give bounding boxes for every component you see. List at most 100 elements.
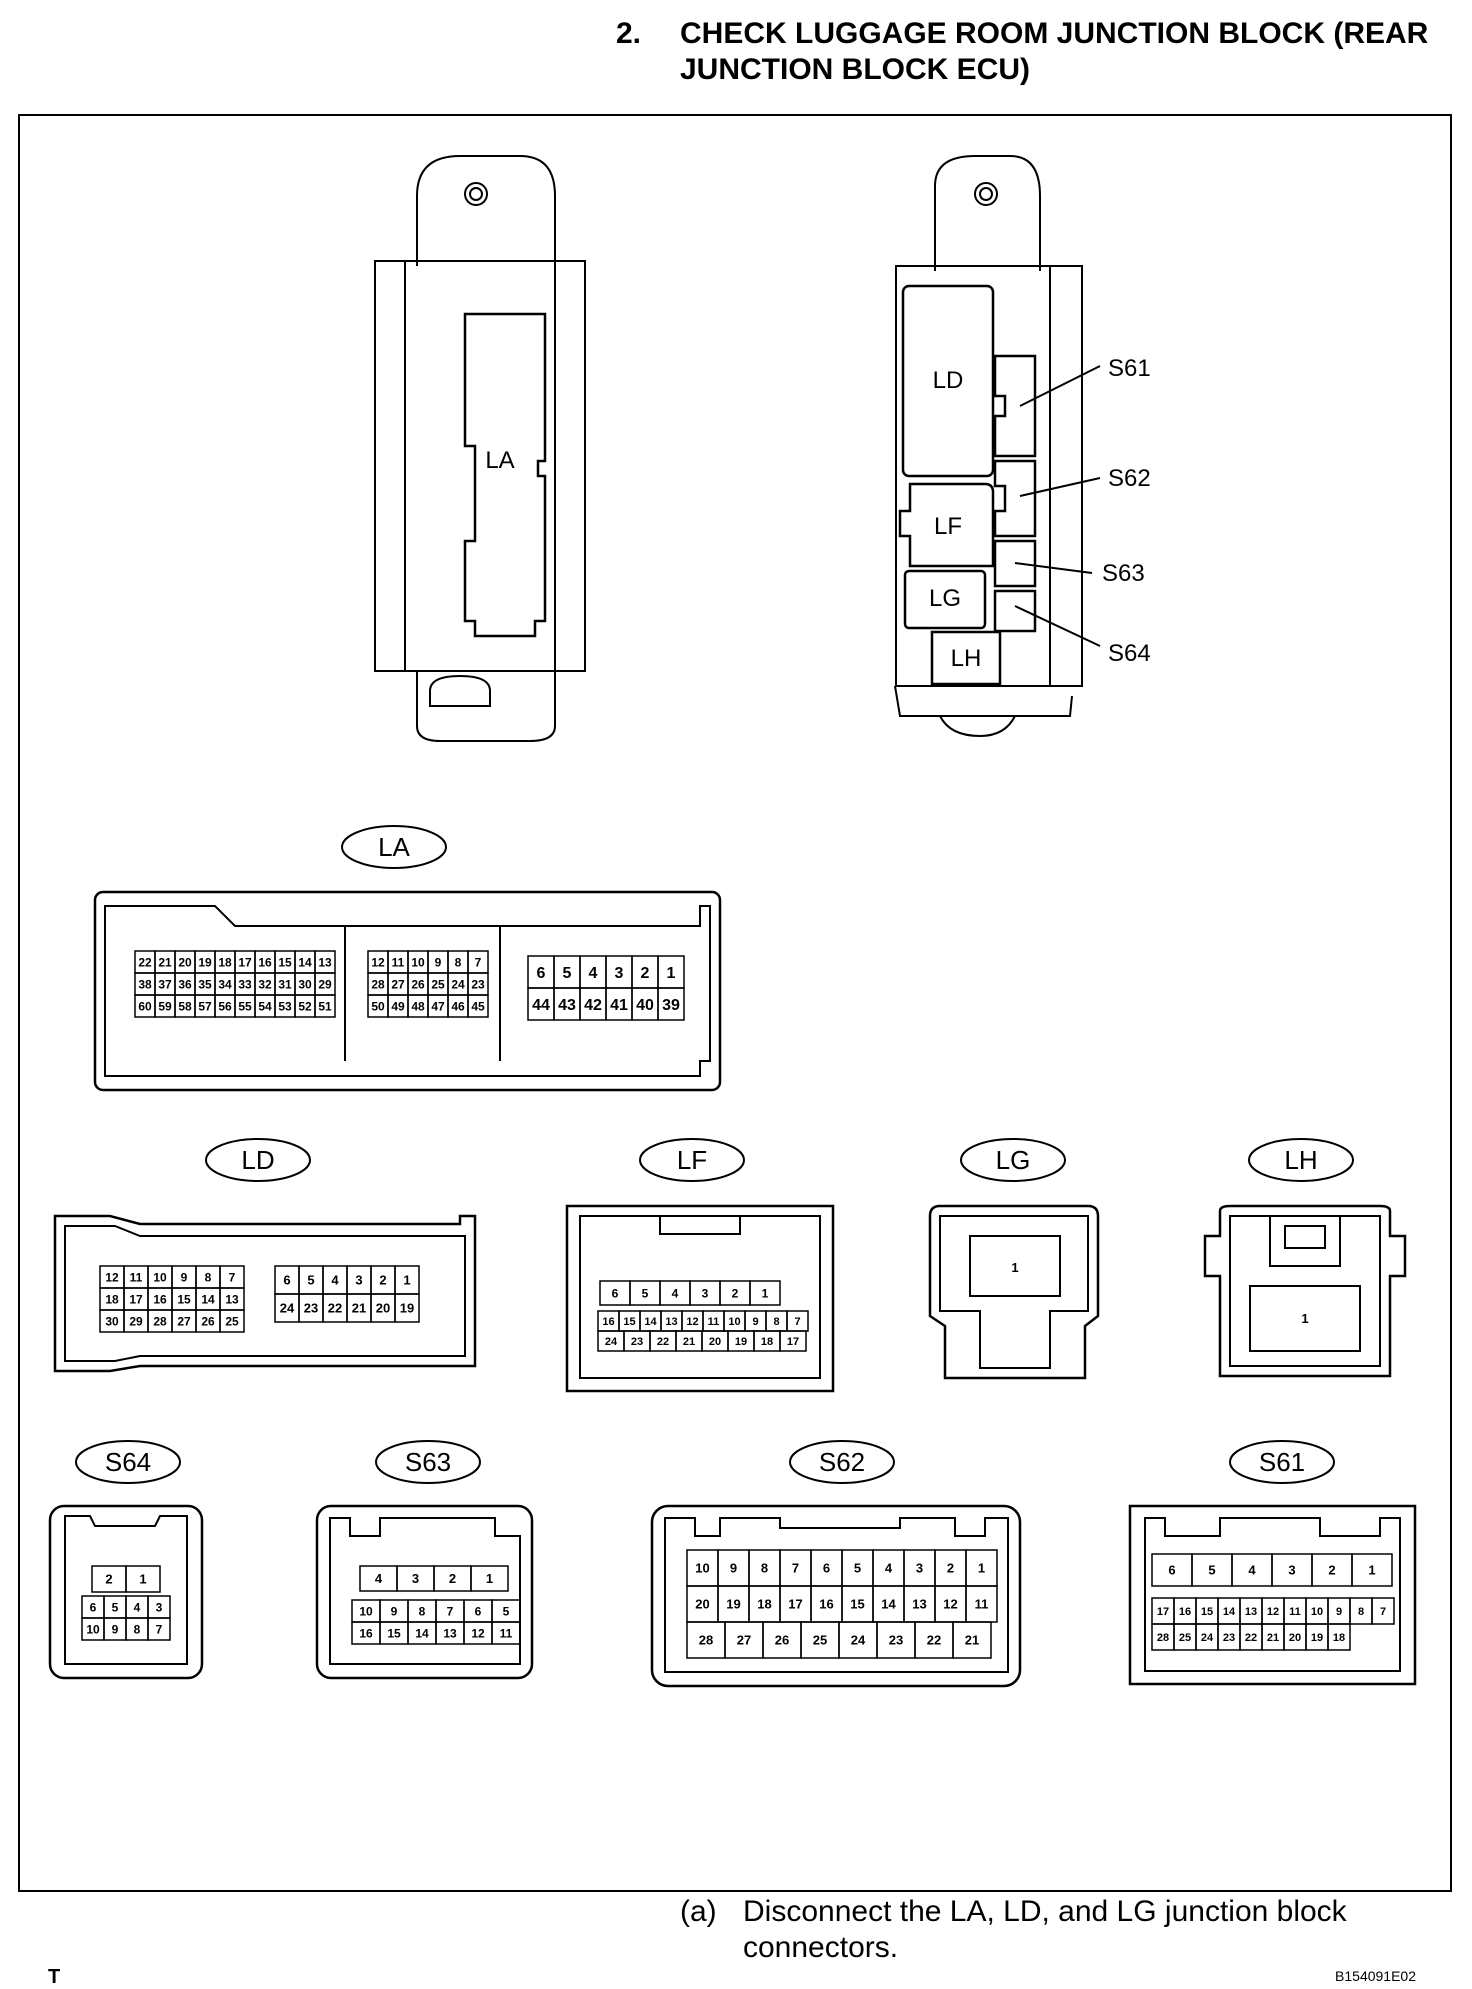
ld-pin-17: 17 <box>129 1292 143 1306</box>
la-pin-51: 51 <box>318 999 332 1013</box>
s63-pin-12: 12 <box>471 1626 485 1640</box>
ld-pin-2: 2 <box>379 1273 386 1288</box>
s63-pin-1: 1 <box>486 1571 493 1586</box>
la-pin-12: 12 <box>371 955 385 969</box>
s61-pin-24: 24 <box>1201 1632 1214 1644</box>
la-pin-59: 59 <box>158 999 172 1013</box>
s62-pin-7: 7 <box>792 1561 799 1576</box>
la-pin-60: 60 <box>138 999 152 1013</box>
ld-pin-1: 1 <box>403 1273 410 1288</box>
s64-pin-9: 9 <box>112 1622 119 1636</box>
lf-pin-19: 19 <box>735 1336 747 1348</box>
ld-pin-30: 30 <box>105 1314 119 1328</box>
s62-pin-25: 25 <box>813 1633 827 1648</box>
label-la: LA <box>485 447 514 474</box>
s62-pin-9: 9 <box>730 1561 737 1576</box>
lf-pin-14: 14 <box>644 1316 657 1328</box>
ld-pin-24: 24 <box>280 1301 295 1316</box>
step-number: 2. <box>616 17 642 50</box>
s62-pin-17: 17 <box>788 1597 802 1612</box>
ld-pin-27: 27 <box>177 1314 191 1328</box>
la-pin-31: 31 <box>278 977 292 991</box>
s62-pin-1: 1 <box>978 1561 985 1576</box>
la-pin-5: 5 <box>563 965 572 982</box>
s64-pin-cell <box>125 1565 161 1593</box>
s61-pin-cell <box>1327 1623 1351 1651</box>
s61-pin-13: 13 <box>1245 1606 1257 1618</box>
lf-pin-1: 1 <box>762 1286 769 1300</box>
ld-pin-29: 29 <box>129 1314 143 1328</box>
s62-pin-3: 3 <box>916 1561 923 1576</box>
ld-pin-19: 19 <box>400 1301 414 1316</box>
s64-pin-7: 7 <box>156 1622 163 1636</box>
lf-pin-15: 15 <box>623 1316 635 1328</box>
ld-pin-28: 28 <box>153 1314 167 1328</box>
s61-pin-23: 23 <box>1223 1632 1235 1644</box>
s62-pin-8: 8 <box>761 1561 768 1576</box>
ld-pin-20: 20 <box>376 1301 390 1316</box>
ld-pin-16: 16 <box>153 1292 167 1306</box>
label-lf: LF <box>934 513 962 540</box>
instruction-text: Disconnect the LA, LD, and LG junction b… <box>743 1895 1347 1964</box>
la-pin-54: 54 <box>258 999 272 1013</box>
la-pin-9: 9 <box>435 955 442 969</box>
la-pin-49: 49 <box>391 999 405 1013</box>
la-pin-39: 39 <box>662 997 680 1014</box>
lf-pin-11: 11 <box>708 1316 720 1328</box>
connector-lh-label: LH <box>1284 1145 1317 1175</box>
s61-pin-17: 17 <box>1157 1606 1169 1618</box>
label-ld: LD <box>933 367 964 394</box>
la-pin-19: 19 <box>198 955 212 969</box>
connector-s61-label: S61 <box>1259 1447 1305 1477</box>
ld-pin-15: 15 <box>177 1292 191 1306</box>
s62-pin-28: 28 <box>699 1633 713 1648</box>
la-pin-50: 50 <box>371 999 385 1013</box>
la-pin-23: 23 <box>471 977 485 991</box>
la-pin-56: 56 <box>218 999 232 1013</box>
connector-s64-label: S64 <box>105 1447 151 1477</box>
s63-pin-cell <box>470 1565 509 1592</box>
ld-pin-6: 6 <box>283 1273 290 1288</box>
diagram-frame: LA LD LF LG LH S61 <box>18 114 1452 1988</box>
s62-pin-11: 11 <box>975 1597 989 1612</box>
la-pin-3: 3 <box>615 965 624 982</box>
s63-pin-9: 9 <box>391 1604 398 1618</box>
la-pin-32: 32 <box>258 977 272 991</box>
ld-pin-10: 10 <box>153 1270 167 1284</box>
la-pin-2: 2 <box>641 965 650 982</box>
s64-pin-6: 6 <box>90 1600 97 1614</box>
lf-pin-21: 21 <box>683 1336 695 1348</box>
la-pin-22: 22 <box>138 955 152 969</box>
lf-pin-9: 9 <box>752 1316 758 1328</box>
right-junction-block: LD LF LG LH S61 S62 S63 S64 <box>894 155 1151 738</box>
la-pin-13: 13 <box>318 955 332 969</box>
la-pin-38: 38 <box>138 977 152 991</box>
s64-pin-8: 8 <box>134 1622 141 1636</box>
s61-pin-8: 8 <box>1358 1606 1364 1618</box>
lf-pin-3: 3 <box>702 1286 709 1300</box>
la-pin-21: 21 <box>158 955 172 969</box>
la-pin-36: 36 <box>178 977 192 991</box>
lf-pin-5: 5 <box>642 1286 649 1300</box>
s63-pin-2: 2 <box>449 1571 456 1586</box>
lf-pin-6: 6 <box>612 1286 619 1300</box>
lf-pin-2: 2 <box>732 1286 739 1300</box>
s63-pin-16: 16 <box>359 1626 373 1640</box>
s61-pin-16: 16 <box>1179 1606 1191 1618</box>
s63-pin-8: 8 <box>419 1604 426 1618</box>
la-pin-cell <box>657 987 685 1021</box>
s63-pin-5: 5 <box>503 1604 510 1618</box>
lf-pin-16: 16 <box>602 1316 614 1328</box>
la-pin-10: 10 <box>411 955 425 969</box>
la-pin-57: 57 <box>198 999 212 1013</box>
s64-pin-4: 4 <box>134 1600 141 1614</box>
s61-pin-20: 20 <box>1289 1632 1301 1644</box>
s61-pin-9: 9 <box>1336 1606 1342 1618</box>
